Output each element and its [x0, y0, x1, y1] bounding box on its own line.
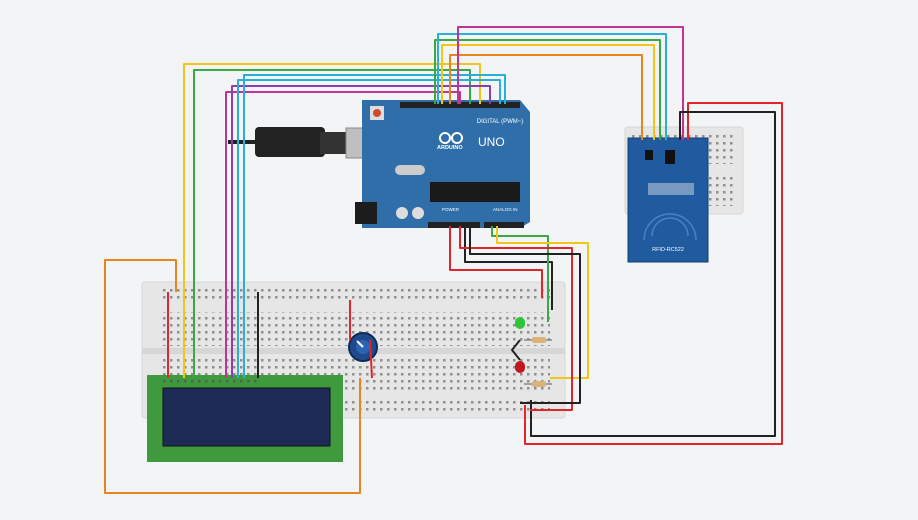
power-label: POWER: [442, 207, 460, 212]
power-jack: [355, 202, 377, 224]
green-led[interactable]: [515, 317, 525, 329]
digital-label: DIGITAL (PWM~): [477, 119, 524, 125]
arduino-logo: [439, 132, 463, 144]
resistor[interactable]: [524, 381, 552, 387]
rfid-module[interactable]: RFID-RC522: [627, 137, 709, 263]
lcd-pins: [160, 377, 260, 383]
digital-header: [400, 102, 520, 108]
arduino-uno[interactable]: DIGITAL (PWM~) ARDUINO UNO POWER ANALOG …: [355, 100, 530, 228]
rfid-label: RFID-RC522: [652, 247, 684, 253]
red-led[interactable]: [515, 361, 525, 373]
lcd-display[interactable]: [147, 375, 343, 462]
wires[interactable]: [104, 26, 783, 494]
resistor[interactable]: [524, 337, 552, 343]
atmega-chip: [430, 182, 520, 202]
brand-label: ARDUINO: [437, 145, 463, 151]
antenna-icon: [643, 213, 697, 241]
model-label: UNO: [478, 135, 505, 149]
analog-label: ANALOG IN: [493, 207, 518, 212]
potentiometer[interactable]: [348, 332, 378, 362]
usb-cable[interactable]: [228, 127, 379, 159]
reset-button[interactable]: [373, 109, 381, 117]
